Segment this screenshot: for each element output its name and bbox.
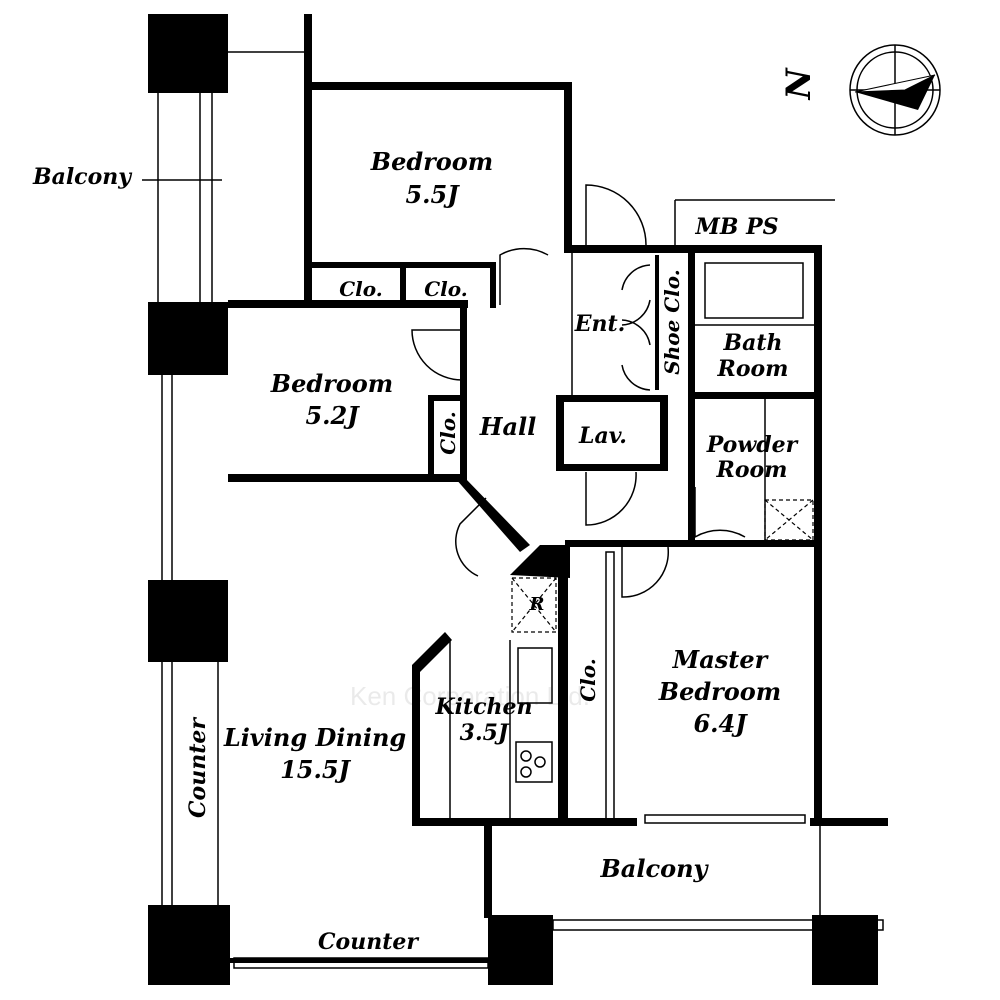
north-label: N xyxy=(779,67,819,101)
bedroom-top-size: 5.5J xyxy=(405,180,460,209)
living-name: Living Dining xyxy=(223,723,406,752)
left-windows xyxy=(142,51,305,905)
interior-lines xyxy=(233,130,884,969)
watermark: Ken Corporation Ltd. xyxy=(350,681,590,711)
kitchen-name: Kitchen xyxy=(434,694,532,720)
closet-label-3: Clo. xyxy=(436,411,460,454)
door-swings xyxy=(411,184,746,598)
bedroom-top-name: Bedroom xyxy=(370,147,493,176)
walls xyxy=(228,14,888,963)
hall-label: Hall xyxy=(479,412,536,441)
north-compass-icon xyxy=(849,44,941,136)
kitchen-size: 3.5J xyxy=(460,720,510,746)
master-name-1: Master xyxy=(672,645,770,674)
bath-label-2: Room xyxy=(717,356,789,382)
closet-label-1: Clo. xyxy=(339,277,382,301)
bedroom-mid-name: Bedroom xyxy=(270,369,393,398)
bedroom-mid-size: 5.2J xyxy=(305,401,360,430)
closet-label-2: Clo. xyxy=(424,277,467,301)
master-name-2: Bedroom xyxy=(658,677,781,706)
balcony-bottom-label: Balcony xyxy=(600,854,710,883)
fridge-label: R xyxy=(529,594,545,615)
pillars xyxy=(148,14,878,985)
closet-master-label: Clo. xyxy=(576,658,600,701)
living-size: 15.5J xyxy=(280,755,351,784)
balcony-left-label: Balcony xyxy=(32,164,133,190)
bath-label-1: Bath xyxy=(722,330,782,356)
counter-bottom-label: Counter xyxy=(318,929,419,955)
counter-left-label: Counter xyxy=(185,717,211,818)
lavatory-label: Lav. xyxy=(578,423,627,449)
powder-label-2: Room xyxy=(716,457,788,483)
powder-label-1: Powder xyxy=(706,432,799,458)
mb-ps-label: MB PS xyxy=(694,214,778,240)
master-size: 6.4J xyxy=(693,709,748,738)
shoe-closet-label: Shoe Clo. xyxy=(660,269,684,374)
entrance-label: Ent. xyxy=(574,311,626,337)
